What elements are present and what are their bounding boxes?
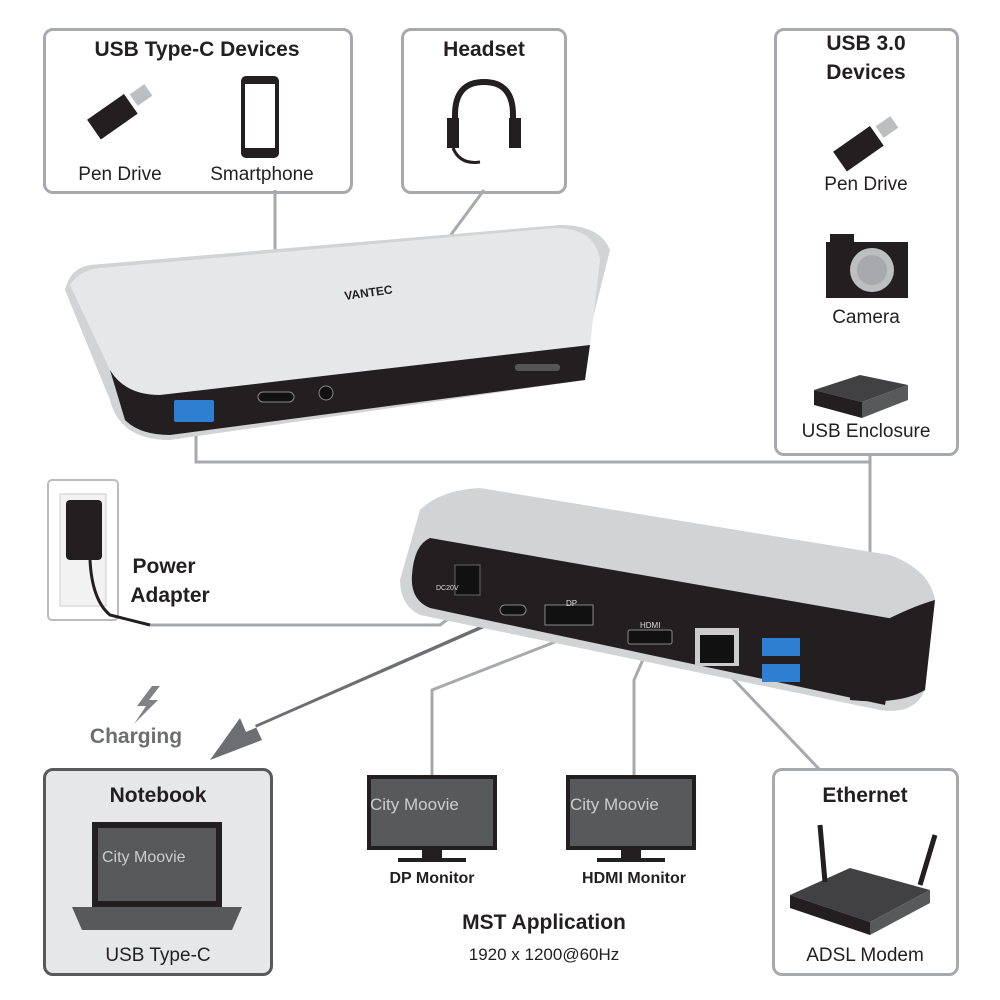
mst-resolution: 1920 x 1200@60Hz bbox=[468, 945, 620, 964]
dp-monitor-screen-text: City Moovie bbox=[370, 795, 459, 814]
dp-line bbox=[430, 638, 561, 775]
power-adapter-image bbox=[47, 479, 151, 627]
hdmi-monitor-label: HDMI Monitor bbox=[582, 870, 686, 887]
usb3-line-top bbox=[194, 425, 872, 464]
usb-enclosure-icon bbox=[814, 375, 908, 418]
hdmi-monitor-screen-text: City Moovie bbox=[570, 795, 659, 814]
headset-box bbox=[401, 28, 567, 194]
usb-c-pen-drive-label: Pen Drive bbox=[78, 164, 162, 185]
ethernet-title: Ethernet bbox=[822, 784, 908, 807]
hdmi-port-label: HDMI bbox=[640, 621, 660, 630]
notebook-laptop-icon bbox=[72, 822, 242, 930]
lightning-icon bbox=[134, 686, 160, 724]
dock-top-image: VANTEC bbox=[65, 225, 610, 440]
power-adapter-label-2: Adapter bbox=[130, 584, 210, 607]
brand-logo-top: VANTEC bbox=[343, 282, 393, 303]
headset-icon bbox=[447, 78, 521, 164]
notebook-title: Notebook bbox=[109, 784, 207, 807]
usb-enclosure-label: USB Enclosure bbox=[801, 421, 931, 442]
smartphone-label: Smartphone bbox=[210, 164, 314, 185]
camera-label: Camera bbox=[832, 307, 900, 328]
usb3-pen-drive-label: Pen Drive bbox=[824, 174, 908, 195]
headset-title: Headset bbox=[443, 38, 525, 61]
pen-drive-icon-2 bbox=[833, 116, 899, 172]
notebook-usb-c-label: USB Type-C bbox=[105, 945, 211, 966]
dc-port-label: DC20V bbox=[436, 585, 459, 592]
dock-bottom-image: DC20V DP HDMI bbox=[400, 488, 935, 711]
charging-label: Charging bbox=[89, 725, 183, 748]
ethernet-box bbox=[772, 768, 959, 976]
adsl-modem-label: ADSL Modem bbox=[806, 945, 924, 966]
adsl-modem-icon bbox=[790, 824, 938, 935]
mst-application-title: MST Application bbox=[462, 911, 626, 934]
usb-type-c-devices-box bbox=[43, 28, 353, 194]
power-line bbox=[150, 608, 461, 627]
hdmi-line bbox=[632, 654, 647, 775]
dp-monitor-icon bbox=[367, 775, 497, 862]
hdmi-monitor-icon bbox=[566, 775, 696, 862]
power-adapter-label-1: Power bbox=[132, 555, 196, 578]
usb-3-title-line2: Devices bbox=[826, 61, 906, 84]
smartphone-icon bbox=[241, 76, 279, 158]
dp-port-label: DP bbox=[566, 599, 577, 608]
pen-drive-icon-1 bbox=[87, 84, 153, 140]
dp-monitor-label: DP Monitor bbox=[389, 870, 475, 887]
notebook-screen-text: City Moovie bbox=[102, 849, 186, 866]
usb-3-title-line1: USB 3.0 bbox=[826, 32, 906, 55]
charging-arrow bbox=[210, 615, 505, 760]
ethernet-line bbox=[718, 663, 822, 772]
camera-icon bbox=[826, 234, 908, 298]
usb-type-c-devices-title: USB Type-C Devices bbox=[94, 38, 300, 61]
